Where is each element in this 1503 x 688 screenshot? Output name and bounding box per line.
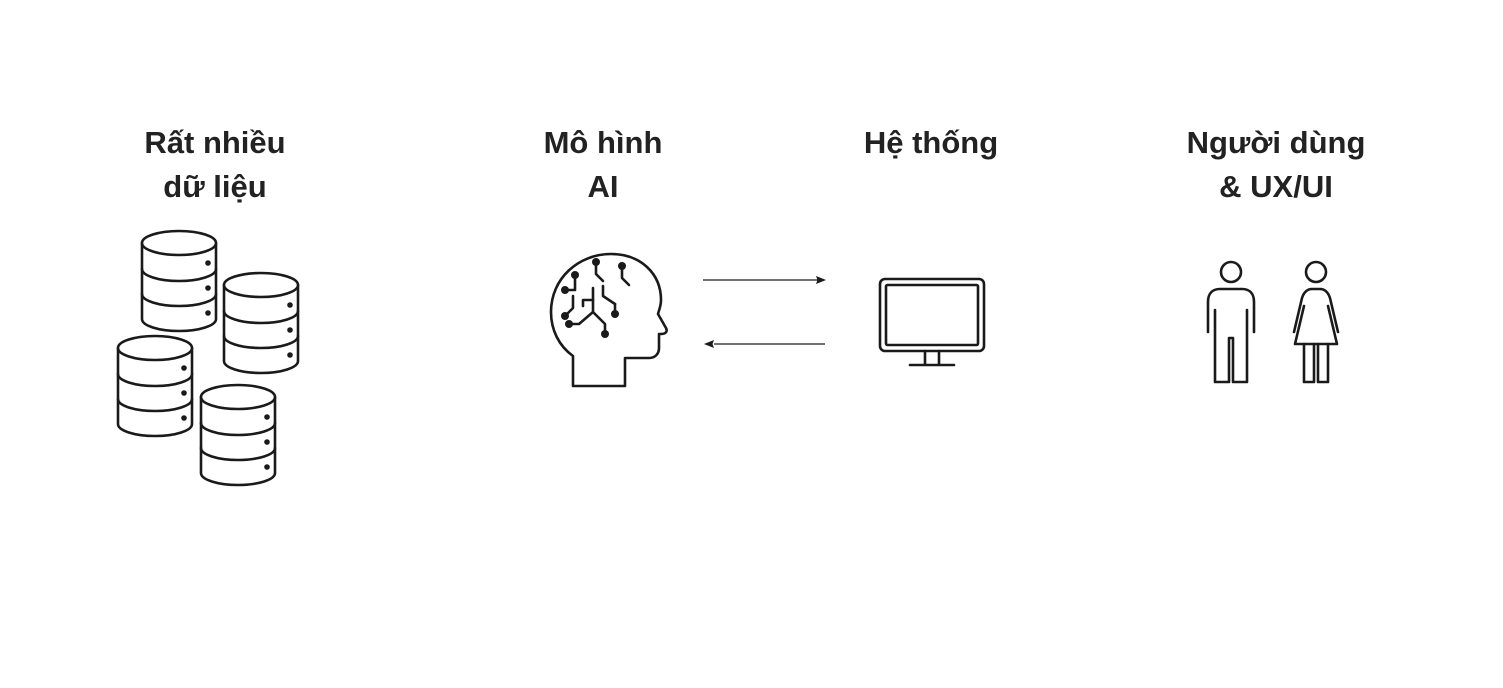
people-icon <box>1206 260 1340 384</box>
label-system: Hệ thống <box>863 125 999 160</box>
monitor-icon <box>878 277 986 367</box>
ai-brain-head-icon <box>549 252 668 388</box>
label-users: Người dùng & UX/UI <box>1186 125 1366 204</box>
arrow-ai-to-system <box>703 276 826 284</box>
woman-icon <box>1292 260 1340 384</box>
man-icon <box>1206 260 1256 384</box>
label-data: Rất nhiều dữ liệu <box>144 125 286 204</box>
label-ai-model: Mô hình AI <box>543 125 663 204</box>
arrow-system-to-ai <box>704 340 825 348</box>
